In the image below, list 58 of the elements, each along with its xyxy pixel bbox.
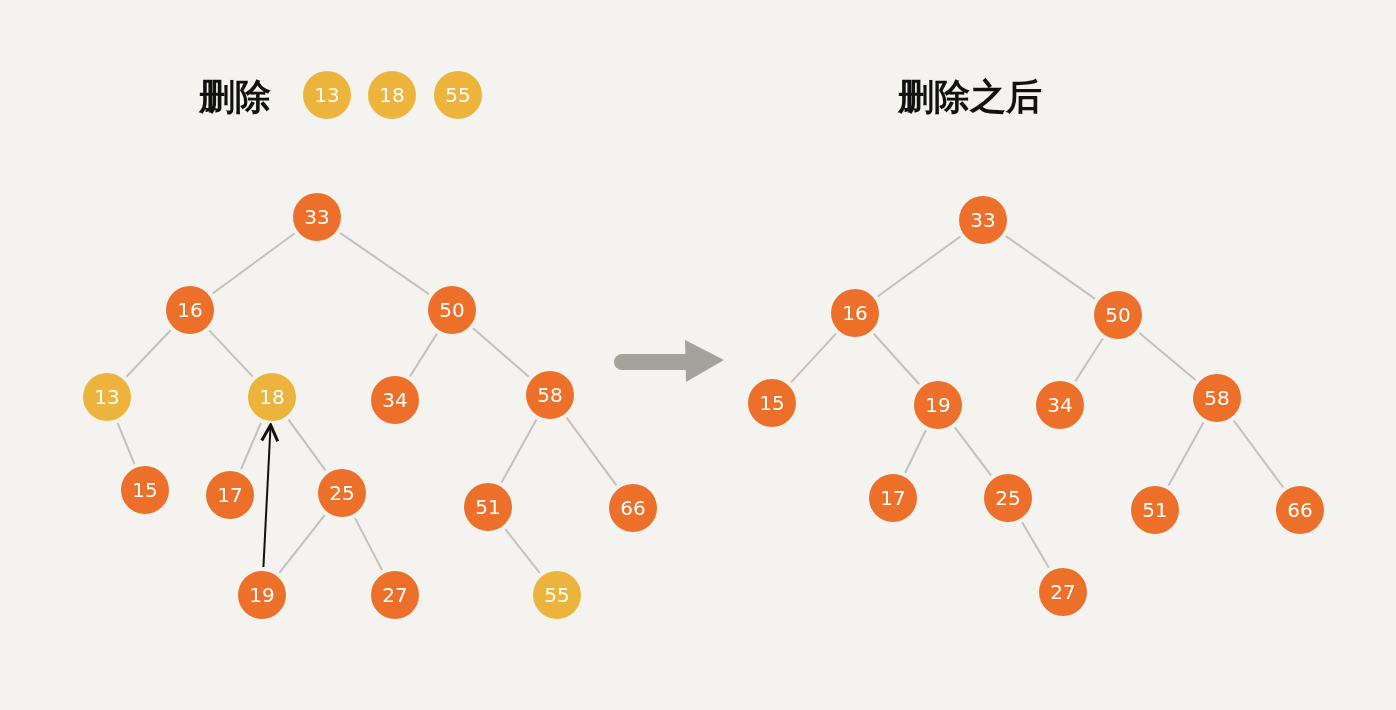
- tree-edge: [339, 231, 430, 296]
- tree-node: 50: [1094, 291, 1142, 339]
- tree-node: 17: [206, 471, 254, 519]
- tree-edge: [504, 528, 541, 574]
- tree-edge: [472, 327, 530, 378]
- tree-node: 13: [83, 373, 131, 421]
- tree-edge: [876, 235, 962, 298]
- tree-node: 50: [428, 286, 476, 334]
- tree-node: 66: [1276, 486, 1324, 534]
- tree-edge: [1004, 235, 1097, 300]
- tree-node: 55: [533, 571, 581, 619]
- tree-edge: [116, 421, 136, 466]
- tree-node: 15: [121, 466, 169, 514]
- tree-node: 34: [371, 376, 419, 424]
- tree-node: 34: [1036, 381, 1084, 429]
- tree-node: 13: [303, 71, 351, 119]
- tree-node: 17: [869, 474, 917, 522]
- tree-edge: [872, 332, 921, 386]
- tree-node: 19: [914, 381, 962, 429]
- tree-node: 58: [1193, 374, 1241, 422]
- arrow: [260, 423, 280, 569]
- tree-edge: [1232, 419, 1285, 489]
- tree-node: 18: [368, 71, 416, 119]
- tree-edge: [409, 332, 438, 378]
- tree-node: 27: [1039, 568, 1087, 616]
- tree-edge: [1167, 421, 1205, 487]
- tree-node: 58: [526, 371, 574, 419]
- tree-edge: [211, 232, 296, 295]
- tree-node: 15: [748, 379, 796, 427]
- tree-node: 16: [831, 289, 879, 337]
- tree-node: 55: [434, 71, 482, 119]
- tree-node: 16: [166, 286, 214, 334]
- tree-node: 25: [984, 474, 1032, 522]
- tree-edge: [240, 421, 262, 471]
- tree-node: 51: [464, 483, 512, 531]
- tree-edge: [500, 418, 538, 484]
- tree-edge: [1021, 521, 1050, 569]
- tree-edge: [953, 426, 993, 477]
- tree-edge: [1074, 337, 1104, 383]
- tree-node: 25: [318, 469, 366, 517]
- tree-node: 19: [238, 571, 286, 619]
- tree-edge: [287, 418, 327, 472]
- heading: 删除之后: [898, 74, 1042, 119]
- tree-edge: [1138, 332, 1197, 381]
- tree-edge: [125, 329, 172, 378]
- tree-edge: [904, 429, 927, 474]
- tree-edge: [565, 416, 618, 487]
- tree-edge: [353, 516, 384, 572]
- heading: 删除: [199, 74, 271, 119]
- tree-edge: [278, 514, 326, 574]
- tree-node: 33: [959, 196, 1007, 244]
- tree-node: 51: [1131, 486, 1179, 534]
- tree-edge: [208, 329, 254, 378]
- tree-node: 18: [248, 373, 296, 421]
- tree-node: 66: [609, 484, 657, 532]
- tree-node: 33: [293, 193, 341, 241]
- tree-node: 27: [371, 571, 419, 619]
- tree-edge: [790, 332, 837, 384]
